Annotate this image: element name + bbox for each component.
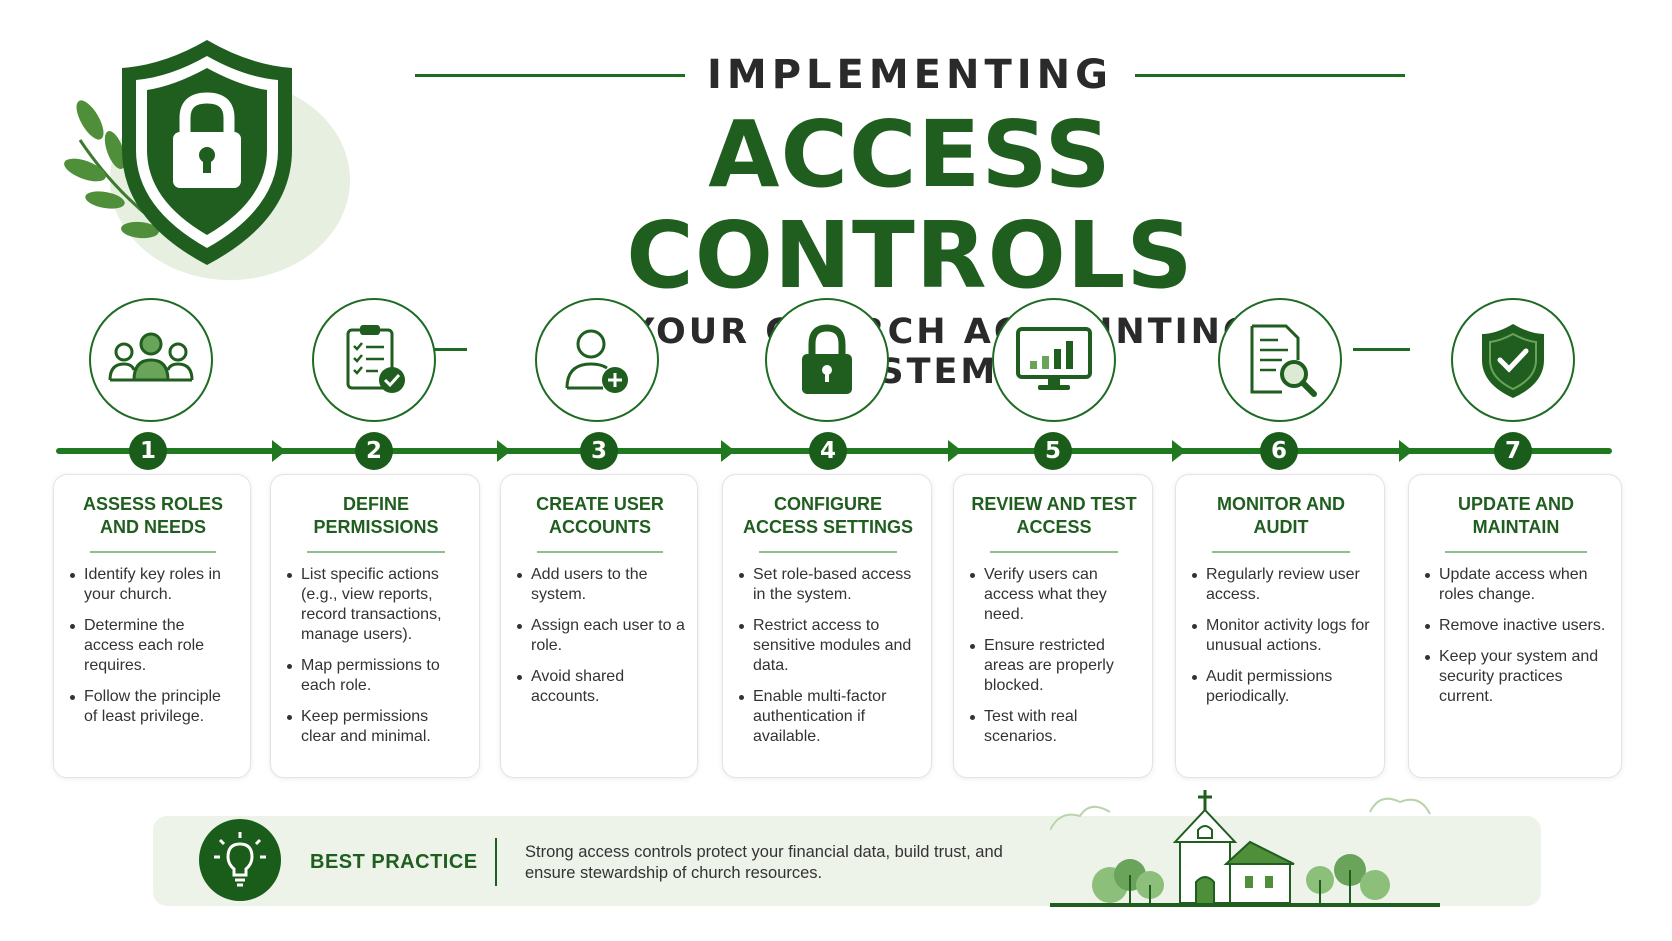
- best-practice-text: Strong access controls protect your fina…: [525, 843, 1003, 882]
- step-bullets: Update access when roles change. Remove …: [1423, 565, 1609, 707]
- step-card-2: DEFINE PERMISSIONS List specific actions…: [270, 474, 480, 778]
- step-card-1: ASSESS ROLES AND NEEDS Identify key role…: [53, 474, 251, 778]
- list-item: Test with real scenarios.: [968, 707, 1140, 747]
- timeline-arrow: [497, 440, 511, 462]
- list-item: Ensure restricted areas are properly blo…: [968, 636, 1140, 696]
- card-divider: [90, 551, 216, 553]
- list-item: Map permissions to each role.: [285, 656, 467, 696]
- step-title: DEFINE PERMISSIONS: [313, 494, 439, 537]
- list-item: Monitor activity logs for unusual action…: [1190, 616, 1372, 656]
- list-item: Set role-based access in the system.: [737, 565, 919, 605]
- best-practice-banner: [153, 816, 1541, 906]
- step-bullets: Add users to the system. Assign each use…: [515, 565, 685, 707]
- pre-title-row: IMPLEMENTING: [410, 52, 1410, 98]
- monitor-chart-icon: [992, 298, 1116, 422]
- list-item: Audit permissions periodically.: [1190, 667, 1372, 707]
- shield-check-icon: [1451, 298, 1575, 422]
- add-user-icon: [535, 298, 659, 422]
- title-rule-left: [415, 73, 686, 77]
- step-number-4: 4: [809, 432, 847, 470]
- list-item: Add users to the system.: [515, 565, 685, 605]
- best-practice-label: BEST PRACTICE: [310, 851, 478, 873]
- card-divider: [307, 551, 445, 553]
- step-bullets: Regularly review user access. Monitor ac…: [1190, 565, 1372, 707]
- step-number-2: 2: [355, 432, 393, 470]
- padlock-icon: [765, 298, 889, 422]
- step-bullets: List specific actions (e.g., view report…: [285, 565, 467, 747]
- step-bullets: Identify key roles in your church. Deter…: [68, 565, 238, 727]
- shield-lock-icon: [64, 40, 350, 280]
- step-title: ASSESS ROLES AND NEEDS: [82, 494, 224, 537]
- card-divider: [759, 551, 897, 553]
- step-bullets: Verify users can access what they need. …: [968, 565, 1140, 747]
- document-search-icon: [1218, 298, 1342, 422]
- step-card-3: CREATE USER ACCOUNTS Add users to the sy…: [500, 474, 698, 778]
- step-number-1: 1: [129, 432, 167, 470]
- timeline-arrow: [948, 440, 962, 462]
- step-card-5: REVIEW AND TEST ACCESS Verify users can …: [953, 474, 1153, 778]
- step-title: UPDATE AND MAINTAIN: [1458, 494, 1574, 537]
- list-item: Determine the access each role requires.: [68, 616, 238, 676]
- list-item: Verify users can access what they need.: [968, 565, 1140, 625]
- step-title: MONITOR AND AUDIT: [1217, 494, 1345, 537]
- list-item: Enable multi-factor authentication if av…: [737, 687, 919, 747]
- banner-divider: [495, 838, 497, 886]
- list-item: Follow the principle of least privilege.: [68, 687, 238, 727]
- step-number-5: 5: [1034, 432, 1072, 470]
- step-title: CREATE USER ACCOUNTS: [536, 494, 664, 537]
- card-divider: [990, 551, 1118, 553]
- timeline-arrow: [1399, 440, 1413, 462]
- step-bullets: Set role-based access in the system. Res…: [737, 565, 919, 747]
- lightbulb-icon: [199, 819, 281, 901]
- step-title: REVIEW AND TEST ACCESS: [971, 494, 1137, 537]
- timeline-arrow: [1172, 440, 1186, 462]
- clipboard-check-icon: [312, 298, 436, 422]
- list-item: Regularly review user access.: [1190, 565, 1372, 605]
- step-number-6: 6: [1260, 432, 1298, 470]
- church-icon: [1050, 790, 1440, 907]
- step-card-4: CONFIGURE ACCESS SETTINGS Set role-based…: [722, 474, 932, 778]
- list-item: Restrict access to sensitive modules and…: [737, 616, 919, 676]
- page-title: ACCESS CONTROLS: [626, 101, 1194, 310]
- list-item: Identify key roles in your church.: [68, 565, 238, 605]
- timeline-arrow: [272, 440, 286, 462]
- step-number-7: 7: [1494, 432, 1532, 470]
- users-group-icon: [89, 298, 213, 422]
- card-divider: [1445, 551, 1587, 553]
- list-item: Avoid shared accounts.: [515, 667, 685, 707]
- timeline-arrow: [721, 440, 735, 462]
- subtitle-rule-left: [410, 347, 468, 351]
- subtitle-rule-right: [1352, 347, 1410, 351]
- card-divider: [1212, 551, 1350, 553]
- title-block: IMPLEMENTING ACCESS CONTROLS IN YOUR CHU…: [410, 52, 1410, 392]
- step-number-3: 3: [580, 432, 618, 470]
- step-card-7: UPDATE AND MAINTAIN Update access when r…: [1408, 474, 1622, 778]
- list-item: Assign each user to a role.: [515, 616, 685, 656]
- list-item: Remove inactive users.: [1423, 616, 1609, 636]
- pre-title: IMPLEMENTING: [707, 52, 1113, 98]
- list-item: List specific actions (e.g., view report…: [285, 565, 467, 645]
- step-card-6: MONITOR AND AUDIT Regularly review user …: [1175, 474, 1385, 778]
- title-rule-right: [1134, 73, 1405, 77]
- list-item: Keep permissions clear and minimal.: [285, 707, 467, 747]
- list-item: Keep your system and security practices …: [1423, 647, 1609, 707]
- list-item: Update access when roles change.: [1423, 565, 1609, 605]
- step-title: CONFIGURE ACCESS SETTINGS: [742, 494, 914, 537]
- card-divider: [537, 551, 663, 553]
